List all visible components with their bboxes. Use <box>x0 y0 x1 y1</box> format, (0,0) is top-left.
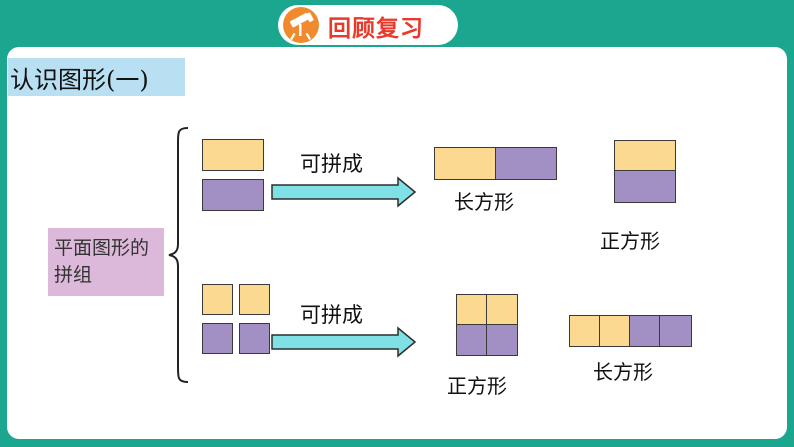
square-grid-cell <box>456 324 488 356</box>
strip-cell <box>659 315 692 347</box>
small-purple-square <box>202 323 233 354</box>
shape-label-square-bottom: 正方形 <box>447 374 507 398</box>
telescope-icon <box>283 7 319 43</box>
combined-rect-yellow-half <box>434 147 497 180</box>
small-yellow-square <box>239 284 270 315</box>
square-grid-cell <box>486 294 518 326</box>
square-grid-cell <box>486 324 518 356</box>
small-yellow-square <box>202 284 233 315</box>
shape-label-rectangle-top: 长方形 <box>454 190 514 214</box>
strip-cell <box>569 315 601 347</box>
strip-cell <box>599 315 631 347</box>
category-label: 平面图形的拼组 <box>54 237 150 286</box>
arrow-label-bottom: 可拼成 <box>300 303 363 327</box>
combined-square-purple-half <box>614 170 676 203</box>
right-arrow-icon <box>271 176 417 208</box>
combined-square-yellow-half <box>614 140 676 172</box>
small-purple-square <box>239 323 270 354</box>
arrow-label-top: 可拼成 <box>300 152 363 176</box>
curly-brace <box>168 127 189 383</box>
section-title-box <box>8 58 185 96</box>
square-grid-cell <box>456 294 488 326</box>
combined-rect-purple-half <box>495 147 557 180</box>
shape-label-square-top: 正方形 <box>600 229 660 253</box>
yellow-rectangle <box>202 139 264 171</box>
right-arrow-icon <box>271 326 417 358</box>
page-title: 回顾复习 <box>328 16 424 42</box>
purple-rectangle <box>202 179 264 211</box>
section-title: 认识图形(一) <box>10 66 149 94</box>
shape-label-rectangle-bottom: 长方形 <box>593 360 653 384</box>
category-box <box>48 228 164 296</box>
strip-cell <box>629 315 661 347</box>
